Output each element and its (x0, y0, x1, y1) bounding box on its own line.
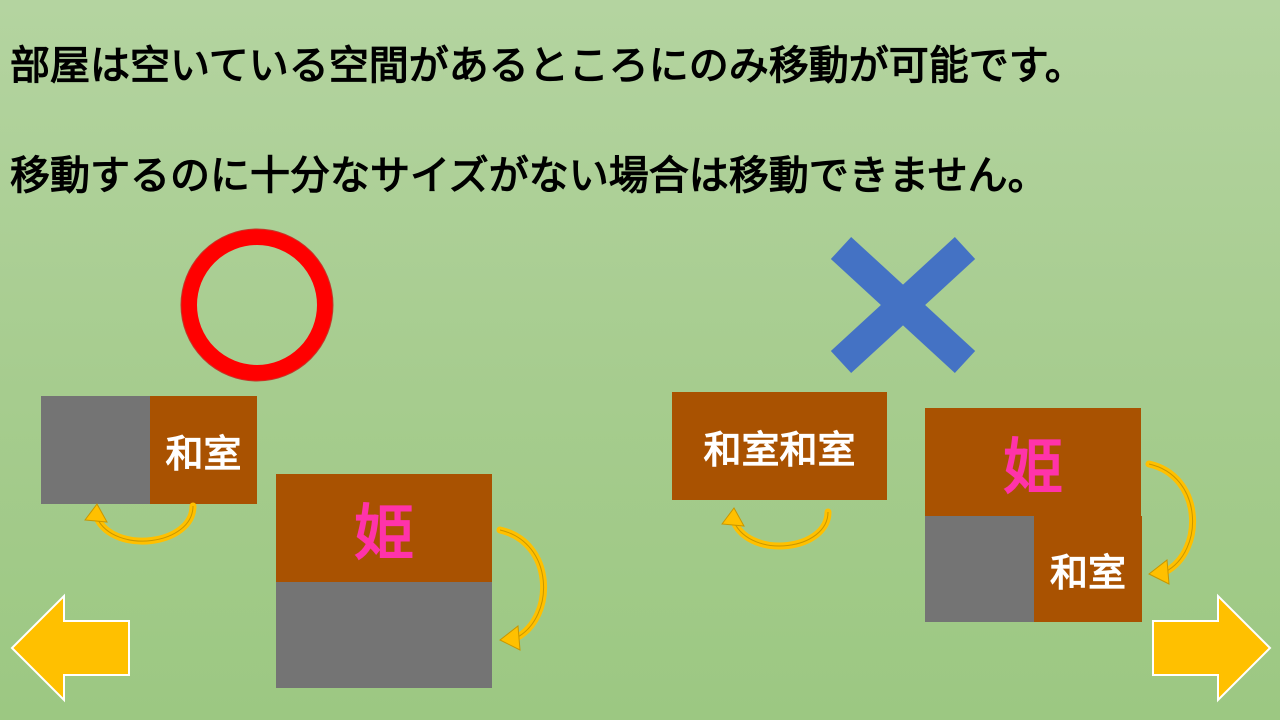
room-tile-hime[interactable]: 姫 (276, 474, 492, 582)
empty-space-tile (925, 516, 1034, 622)
room-tile-washitsu[interactable]: 和室 (1034, 516, 1142, 622)
prev-left-arrow-icon[interactable] (10, 593, 132, 703)
next-right-arrow-icon[interactable] (1150, 593, 1272, 703)
room-tile-hime[interactable]: 姫 (925, 408, 1141, 516)
curved-move-arrow-icon (84, 502, 197, 545)
curved-move-arrow-icon (496, 526, 547, 651)
ok-circle-icon (180, 228, 334, 382)
curved-move-arrow-icon (721, 507, 832, 550)
instruction-line-2: 移動するのに十分なサイズがない場合は移動できません。 (10, 153, 1048, 199)
empty-space-tile (276, 582, 492, 688)
instruction-line-1: 部屋は空いている空間があるところにのみ移動が可能です。 (10, 43, 1085, 89)
empty-space-tile (41, 396, 150, 504)
room-tile-washitsu[interactable]: 和室 (150, 396, 257, 504)
ng-cross-icon (830, 236, 976, 374)
room-tile-washitsu-wide[interactable]: 和室和室 (672, 392, 887, 500)
curved-move-arrow-icon (1145, 460, 1196, 585)
